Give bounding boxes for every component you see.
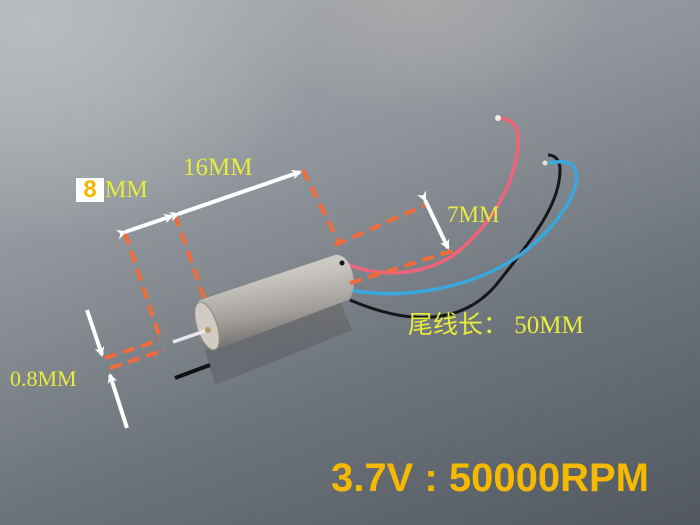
shaft-diameter-label: 0.8MM bbox=[10, 366, 77, 391]
small-height-label: 7MM bbox=[447, 202, 500, 227]
wire-blue bbox=[349, 159, 579, 296]
diameter-unit: MM bbox=[105, 177, 148, 203]
length-label: 16MM bbox=[183, 154, 253, 181]
motor-reflection bbox=[174, 300, 352, 385]
dimension-arrows bbox=[85, 169, 450, 429]
wire-length-label: 尾线长： 50MM bbox=[408, 312, 584, 339]
wire-red bbox=[341, 116, 520, 275]
voltage-rpm-spec: 3.7V : 50000RPM bbox=[331, 456, 649, 500]
dimension-guides bbox=[104, 169, 456, 370]
motor-body bbox=[172, 254, 354, 351]
diameter-value-patch: 8 bbox=[76, 178, 104, 202]
